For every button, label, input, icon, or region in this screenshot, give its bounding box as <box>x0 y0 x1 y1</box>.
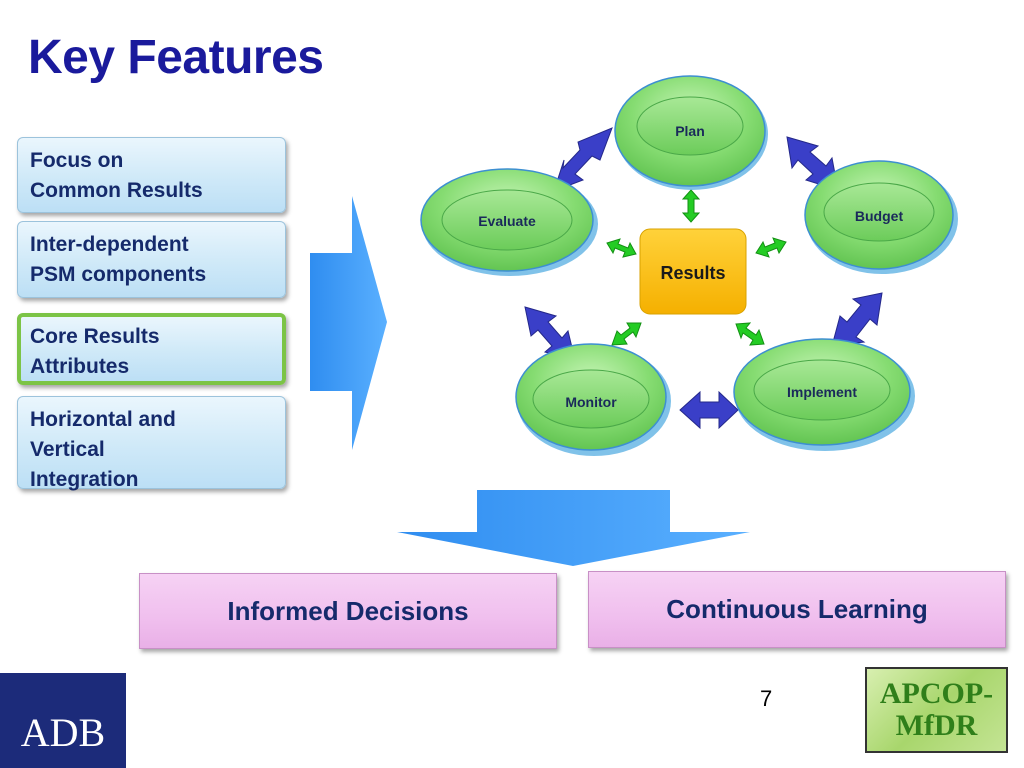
connector-center-evaluate <box>606 238 637 258</box>
right-arrow-shape <box>310 196 387 450</box>
connector-implement-monitor <box>679 390 739 430</box>
node-monitor[interactable]: Monitor <box>515 343 671 456</box>
page-number: 7 <box>760 686 773 711</box>
green-connectors <box>606 189 787 346</box>
connector-center-implement <box>735 322 765 346</box>
results-center-label: Results <box>660 263 725 283</box>
node-monitor-label: Monitor <box>565 394 617 410</box>
node-plan-label: Plan <box>675 123 705 139</box>
feature-focus-common-results[interactable]: Focus on Common Results <box>17 137 286 213</box>
node-implement-label: Implement <box>787 384 857 400</box>
node-implement[interactable]: Implement <box>733 338 915 451</box>
apcop-logo-line2: MfDR <box>895 709 978 742</box>
adb-logo: ADB <box>0 673 126 768</box>
navy-connectors <box>524 127 883 430</box>
node-budget[interactable]: Budget <box>804 160 958 274</box>
node-evaluate-label: Evaluate <box>478 213 536 229</box>
node-plan[interactable]: Plan <box>614 75 768 190</box>
feature-inter-dependent-psm[interactable]: Inter-dependent PSM components <box>17 221 286 298</box>
feature-core-results-attributes[interactable]: Core Results Attributes <box>17 313 286 385</box>
down-arrow-shape <box>397 490 750 566</box>
apcop-mfdr-logo: APCOP- MfDR <box>865 667 1008 753</box>
results-center-box <box>639 228 747 315</box>
connector-budget-implement <box>831 292 883 347</box>
node-evaluate[interactable]: Evaluate <box>420 168 598 276</box>
outcome-continuous-learning[interactable]: Continuous Learning <box>588 571 1006 648</box>
apcop-logo-line1: APCOP- <box>879 677 994 710</box>
node-budget-label: Budget <box>855 208 904 224</box>
connector-center-plan <box>681 189 701 223</box>
connector-center-budget <box>755 237 787 258</box>
outcome-informed-decisions[interactable]: Informed Decisions <box>139 573 557 649</box>
connector-center-monitor <box>611 322 642 346</box>
slide-title: Key Features <box>28 31 324 84</box>
feature-horizontal-vertical-integration[interactable]: Horizontal and Vertical Integration <box>17 396 286 491</box>
